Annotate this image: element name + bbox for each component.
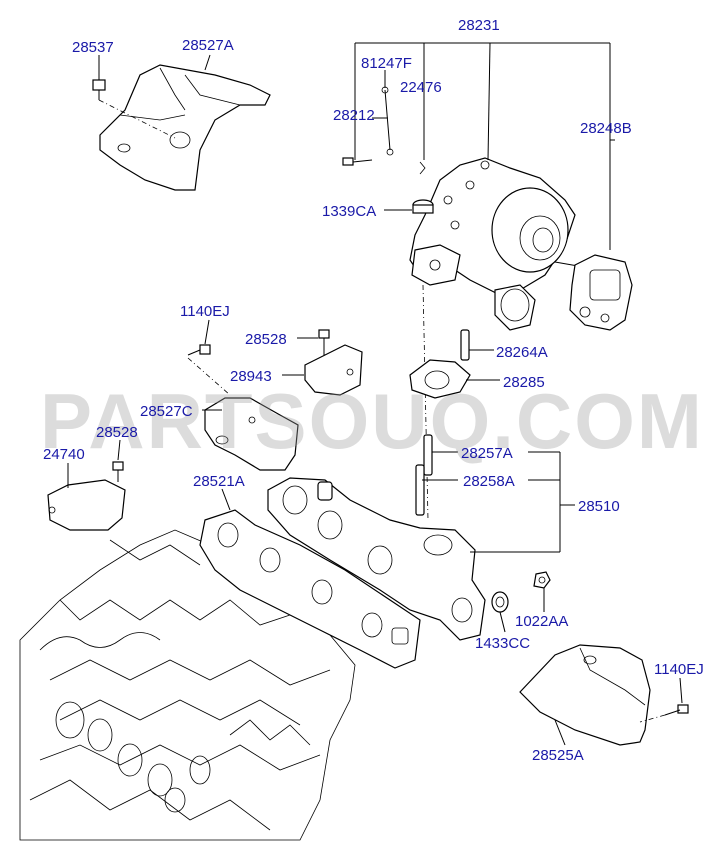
heat-shield-28525a-drawing	[519, 644, 689, 746]
label-28528-left[interactable]: 28528	[96, 424, 138, 441]
gasket-28285-drawing	[409, 359, 471, 399]
label-28231[interactable]: 28231	[458, 17, 500, 34]
label-28521a[interactable]: 28521A	[193, 473, 245, 490]
gasket-28521a-drawing	[199, 509, 421, 669]
nuts-drawing	[491, 571, 551, 613]
label-1140ej-right[interactable]: 1140EJ	[654, 661, 704, 678]
label-1433cc[interactable]: 1433CC	[475, 635, 530, 652]
label-1339ca[interactable]: 1339CA	[322, 203, 376, 220]
label-28212[interactable]: 28212	[333, 107, 375, 124]
part-labels: 28231 28537 28527A 81247F 22476 28212 28…	[43, 17, 704, 764]
label-1022aa[interactable]: 1022AA	[515, 613, 568, 630]
engine-block-drawing	[19, 529, 356, 841]
label-22476[interactable]: 22476	[400, 79, 442, 96]
label-81247f[interactable]: 81247F	[361, 55, 412, 72]
oil-line-parts-drawing	[342, 86, 434, 521]
label-1140ej-top[interactable]: 1140EJ	[180, 303, 230, 320]
label-28510[interactable]: 28510	[578, 498, 620, 515]
label-28537[interactable]: 28537	[72, 39, 114, 56]
heat-shield-28527a-drawing	[99, 64, 271, 191]
bolt-1140ej-top-drawing	[187, 344, 231, 396]
heat-shield-28527c-drawing	[204, 397, 299, 471]
label-28248b[interactable]: 28248B	[580, 120, 632, 137]
watermark: PARTSOUQ.COM	[40, 377, 704, 465]
bracket-24740-drawing	[47, 461, 126, 531]
label-28258a[interactable]: 28258A	[463, 473, 515, 490]
actuator-28248b-drawing	[569, 254, 633, 331]
leader-lines	[67, 42, 683, 746]
exhaust-manifold-28510-drawing	[267, 477, 486, 641]
label-28528-top[interactable]: 28528	[245, 331, 287, 348]
studs-drawing	[415, 329, 470, 516]
label-28527c[interactable]: 28527C	[140, 403, 193, 420]
label-28943[interactable]: 28943	[230, 368, 272, 385]
label-28525a[interactable]: 28525A	[532, 747, 584, 764]
label-28257a[interactable]: 28257A	[461, 445, 513, 462]
label-28264a[interactable]: 28264A	[496, 344, 548, 361]
bracket-28943-drawing	[304, 329, 363, 396]
label-24740[interactable]: 24740	[43, 446, 85, 463]
label-28527a[interactable]: 28527A	[182, 37, 234, 54]
label-28285[interactable]: 28285	[503, 374, 545, 391]
turbocharger-28231-drawing	[409, 157, 579, 331]
